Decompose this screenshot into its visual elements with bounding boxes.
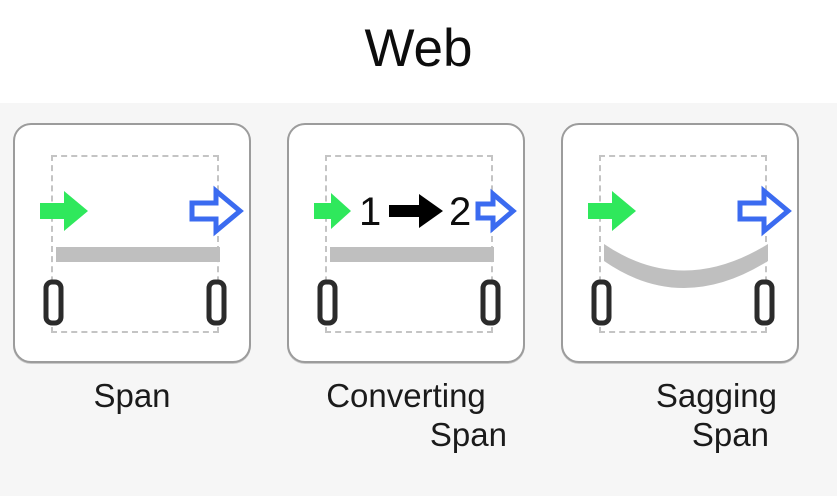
black-filled-right-arrow-icon	[389, 194, 443, 228]
card-cell-sagging-span: Sagging Span	[561, 103, 799, 455]
card-cell-converting-span: 1 2	[287, 103, 525, 455]
card-label-converting-span: Converting Span	[287, 377, 525, 455]
card-row: Span 1	[0, 103, 837, 455]
post-anchor-icon-left	[43, 279, 64, 326]
straight-gray-band-icon	[330, 247, 494, 262]
selection-bounding-box	[599, 155, 767, 333]
post-anchor-icon-right	[480, 279, 501, 326]
post-anchor-icon-right	[754, 279, 775, 326]
sagging-span-diagram	[588, 185, 792, 326]
converting-span-diagram: 1 2	[314, 188, 517, 326]
card-cell-span: Span	[13, 103, 251, 455]
green-filled-right-arrow-icon	[40, 191, 88, 231]
green-filled-right-arrow-icon	[588, 191, 636, 231]
card-label-line2: Span	[429, 415, 507, 453]
span-diagram	[40, 185, 244, 326]
sagging-gray-band-icon	[604, 244, 768, 288]
post-anchor-icon-left	[317, 279, 338, 326]
card-converting-span[interactable]: 1 2	[287, 123, 525, 363]
straight-gray-band-icon	[56, 247, 220, 262]
content-panel: Span 1	[0, 103, 837, 496]
state-number-1: 1	[359, 190, 381, 234]
card-sagging-span[interactable]	[561, 123, 799, 363]
card-span[interactable]	[13, 123, 251, 363]
card-label-line1: Sagging	[655, 377, 777, 414]
card-label-line1: Converting	[326, 377, 486, 414]
card-label-line1: Span	[93, 377, 171, 414]
blue-outline-right-arrow-icon	[475, 188, 517, 234]
selection-bounding-box	[51, 155, 219, 333]
page-header: Web	[0, 0, 837, 103]
page-title: Web	[364, 19, 473, 78]
blue-outline-right-arrow-icon	[737, 185, 792, 237]
card-label-span: Span	[13, 377, 251, 416]
green-filled-right-arrow-icon	[314, 193, 351, 229]
blue-outline-right-arrow-icon	[189, 185, 244, 237]
state-number-2: 2	[449, 190, 471, 234]
selection-bounding-box	[325, 155, 493, 333]
post-anchor-icon-left	[591, 279, 612, 326]
post-anchor-icon-right	[206, 279, 227, 326]
card-label-sagging-span: Sagging Span	[561, 377, 799, 455]
card-label-line2: Span	[691, 415, 769, 453]
